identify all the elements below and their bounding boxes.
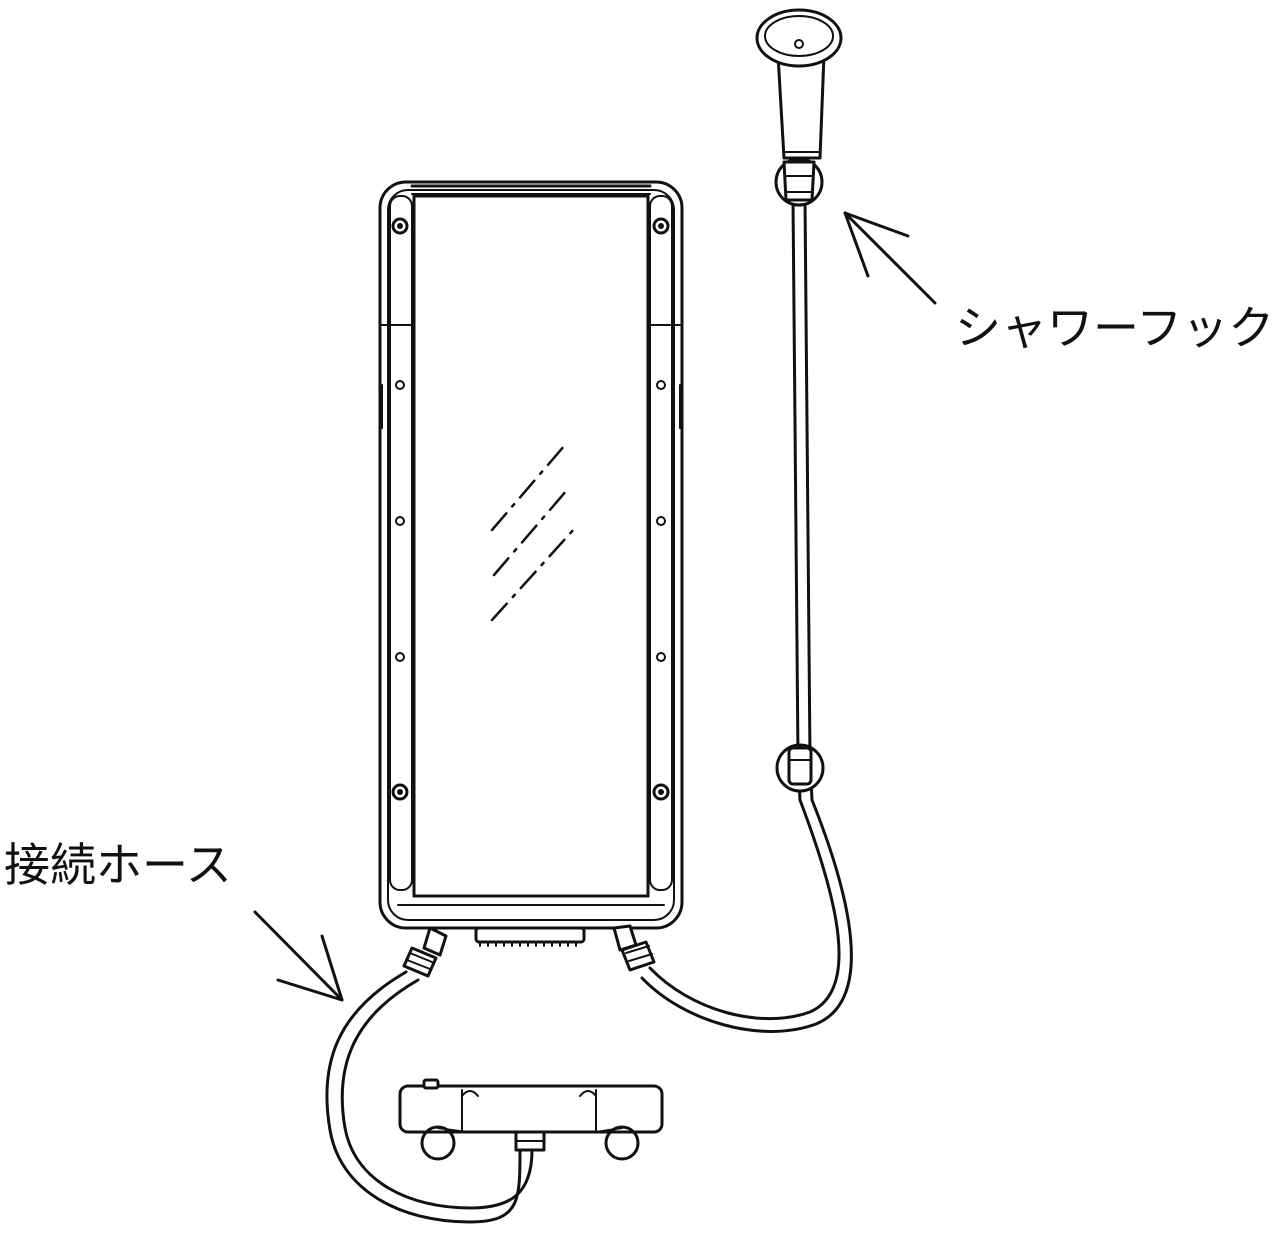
mixer-faucet [398, 1078, 664, 1161]
connection-hose-label: 接続ホース [4, 838, 232, 892]
screw-bottom-left [391, 783, 409, 801]
shower-hook [774, 157, 824, 207]
mirror-reflection [490, 443, 577, 622]
hand-shower-head [755, 8, 843, 160]
screw-top-left [391, 217, 409, 235]
arrow-to-shower-hook [843, 211, 937, 305]
hose-holder [775, 743, 825, 793]
arrow-to-connection-hose [253, 910, 344, 1002]
shower-hose [640, 198, 853, 1033]
bottom-vent [474, 926, 586, 947]
screw-bottom-right [652, 783, 670, 801]
screw-top-right [652, 217, 670, 235]
mirror-panel-unit [378, 180, 684, 978]
left-hose-fitting [402, 926, 448, 978]
connection-hose [325, 970, 534, 1224]
right-hose-fitting [612, 924, 656, 972]
shower-hook-label: シャワーフック [955, 301, 1275, 355]
